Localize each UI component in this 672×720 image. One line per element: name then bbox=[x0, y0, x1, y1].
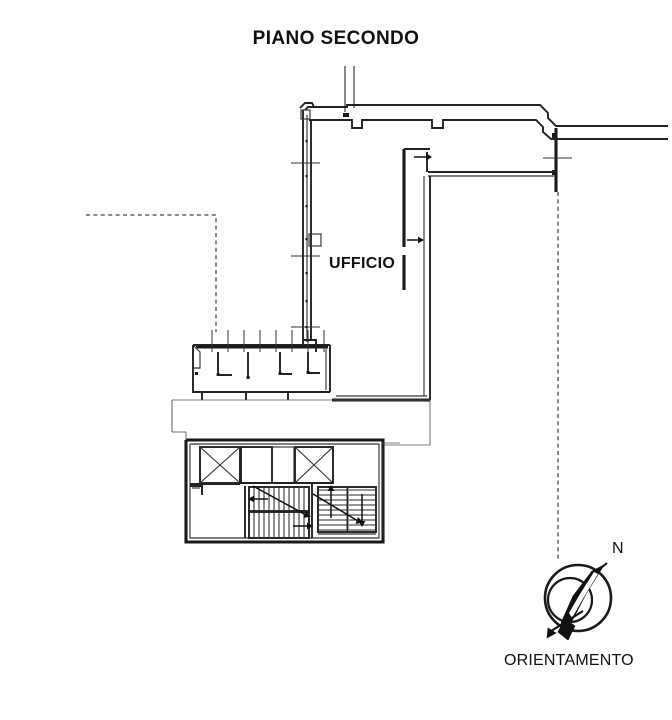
perimeter-wall-right bbox=[543, 128, 572, 192]
boundary-dashed-left bbox=[86, 214, 217, 332]
shaft-left bbox=[199, 446, 241, 484]
core-landing-left bbox=[190, 485, 203, 495]
connector-wall-left bbox=[171, 400, 187, 440]
door-marker-lower bbox=[407, 236, 424, 244]
roof-projection-stack bbox=[344, 66, 355, 112]
balcony-partition-stubs bbox=[217, 352, 320, 378]
compass-needle bbox=[546, 562, 608, 641]
connector-outline bbox=[171, 399, 431, 446]
balcony-loggia bbox=[192, 330, 331, 400]
perimeter-wall-left bbox=[291, 102, 322, 345]
shaft-right bbox=[294, 446, 334, 484]
interior-wall-office-return bbox=[332, 395, 430, 402]
compass-caption: ORIENTAMENTO bbox=[504, 652, 634, 669]
page-title: PIANO SECONDO bbox=[252, 28, 420, 49]
compass-rose bbox=[543, 562, 613, 641]
balcony-railing-posts bbox=[211, 330, 325, 352]
interior-wall-upper-divider bbox=[428, 171, 556, 177]
staircase-central bbox=[248, 485, 313, 539]
perimeter-wall-top bbox=[304, 104, 668, 140]
compass-north-label: N bbox=[612, 540, 624, 557]
stair-core-block bbox=[184, 438, 400, 544]
interior-wall-office-spine bbox=[402, 148, 432, 400]
staircase-right bbox=[312, 485, 377, 533]
door-marker-upper bbox=[414, 153, 432, 161]
core-room-middle bbox=[240, 446, 295, 484]
room-label-ufficio: UFFICIO bbox=[329, 255, 396, 272]
